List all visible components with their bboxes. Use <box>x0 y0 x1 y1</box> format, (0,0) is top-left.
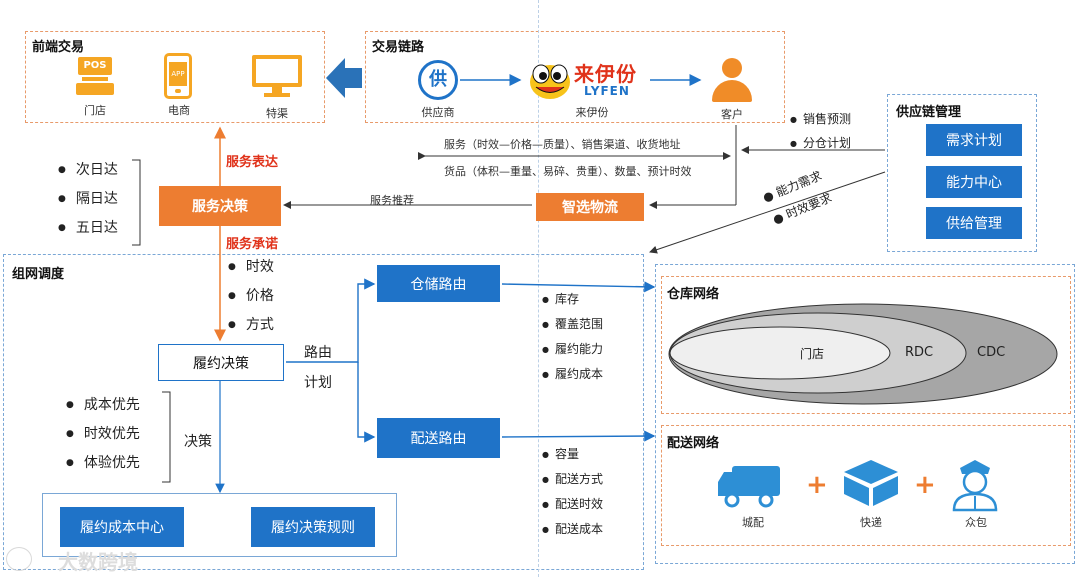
brand-cn: 来伊份 <box>574 62 637 86</box>
crowdsource-label: 众包 <box>965 516 987 529</box>
priority-cost: 成本优先 <box>66 398 140 412</box>
front-trade-title: 前端交易 <box>32 40 85 55</box>
trade-to-front-arrow <box>326 58 362 98</box>
fulfillment-decision-rules-button[interactable]: 履约决策规则 <box>251 507 375 547</box>
smart-logistics-button[interactable]: 智选物流 <box>536 193 644 221</box>
service-decision-button[interactable]: 服务决策 <box>159 186 281 226</box>
service-info-line: 服务（时效—价格—质量）、销售渠道、收货地址 <box>444 138 681 151</box>
storage-item-capacity: 履约能力 <box>542 340 603 357</box>
option-next-day: 次日达 <box>58 163 118 177</box>
network-title: 组网调度 <box>12 267 65 282</box>
plus-sign-1: + <box>806 470 828 500</box>
supply-bullet-forecast: 销售预测 <box>790 110 851 127</box>
option-five-day: 五日达 <box>58 221 118 235</box>
storage-item-coverage: 覆盖范围 <box>542 315 603 332</box>
warehouse-network-title: 仓库网络 <box>667 287 720 302</box>
brand-en: LYFEN <box>584 84 630 98</box>
rdc-label: RDC <box>905 345 934 360</box>
storage-item-cost: 履约成本 <box>542 365 603 382</box>
promise-method: 方式 <box>228 318 274 332</box>
promise-price: 价格 <box>228 289 274 303</box>
customer-label: 客户 <box>721 108 743 121</box>
vertical-separator <box>538 0 539 577</box>
supply-management-button[interactable]: 供给管理 <box>926 207 1022 239</box>
distribution-network-frame <box>661 425 1071 546</box>
fulfillment-cost-center-button[interactable]: 履约成本中心 <box>60 507 184 547</box>
express-label: 快递 <box>860 516 882 529</box>
store-label: 门店 <box>84 104 106 117</box>
fulfillment-decision-button[interactable]: 履约决策 <box>158 344 284 381</box>
monitor-icon <box>252 55 302 97</box>
route-plan-label-2: 计划 <box>304 375 332 391</box>
pos-icon: POS <box>76 55 114 95</box>
supplier-label: 供应商 <box>421 106 455 119</box>
delivery-item-capacity: 容量 <box>542 445 579 462</box>
delivery-item-timeliness: 配送时效 <box>542 495 603 512</box>
service-recommend-label: 服务推荐 <box>370 194 414 207</box>
laiyifen-logo: 来伊份 LYFEN <box>526 54 646 104</box>
laiyifen-label: 来伊份 <box>575 106 609 119</box>
supply-bullet-allocation: 分仓计划 <box>790 134 851 151</box>
policy-frame <box>42 493 397 557</box>
distribution-network-title: 配送网络 <box>667 436 720 451</box>
store-ellipse <box>669 326 891 380</box>
mascot-icon <box>530 64 570 99</box>
priority-timeliness: 时效优先 <box>66 427 140 441</box>
service-express-label: 服务表达 <box>226 155 279 170</box>
warehouse-store-label: 门店 <box>800 347 825 361</box>
service-promise-label: 服务承诺 <box>226 237 279 252</box>
package-icon <box>844 460 898 506</box>
delivery-item-method: 配送方式 <box>542 470 603 487</box>
city-delivery-label: 城配 <box>742 516 764 529</box>
promise-timeliness: 时效 <box>228 260 274 274</box>
front-trade-frame <box>25 31 325 123</box>
truck-icon <box>718 466 780 508</box>
priority-experience: 体验优先 <box>66 456 140 470</box>
warehouse-network-frame <box>661 276 1071 414</box>
decision-label: 决策 <box>184 434 212 450</box>
supply-chain-frame <box>887 94 1037 252</box>
app-icon: APP <box>164 53 192 99</box>
route-plan-label-1: 路由 <box>304 345 332 361</box>
special-channel-label: 特渠 <box>266 107 288 120</box>
ecommerce-label: 电商 <box>168 104 190 117</box>
watermark-text: 大数跨境 <box>58 550 138 574</box>
courier-icon <box>952 460 998 512</box>
supply-chain-title: 供应链管理 <box>896 105 962 120</box>
plus-sign-2: + <box>914 470 936 500</box>
supplier-icon: 供 <box>418 60 458 100</box>
cdc-label: CDC <box>977 345 1006 360</box>
warehouse-ellipses <box>668 303 1058 405</box>
watermark-logo <box>6 547 32 571</box>
storage-item-inventory: 库存 <box>542 290 579 307</box>
delivery-item-cost: 配送成本 <box>542 520 603 537</box>
demand-plan-button[interactable]: 需求计划 <box>926 124 1022 156</box>
right-network-frame <box>655 264 1075 564</box>
capacity-center-button[interactable]: 能力中心 <box>926 166 1022 198</box>
storage-route-button[interactable]: 仓储路由 <box>377 265 500 302</box>
delivery-route-button[interactable]: 配送路由 <box>377 418 500 458</box>
pos-screen: POS <box>78 57 112 75</box>
trade-chain-frame <box>365 31 785 123</box>
option-second-day: 隔日达 <box>58 192 118 206</box>
customer-icon <box>710 58 754 102</box>
network-frame <box>3 254 644 570</box>
goods-info-line: 货品（体积—重量、易碎、贵重）、数量、预计时效 <box>444 165 692 178</box>
trade-chain-title: 交易链路 <box>372 40 425 55</box>
